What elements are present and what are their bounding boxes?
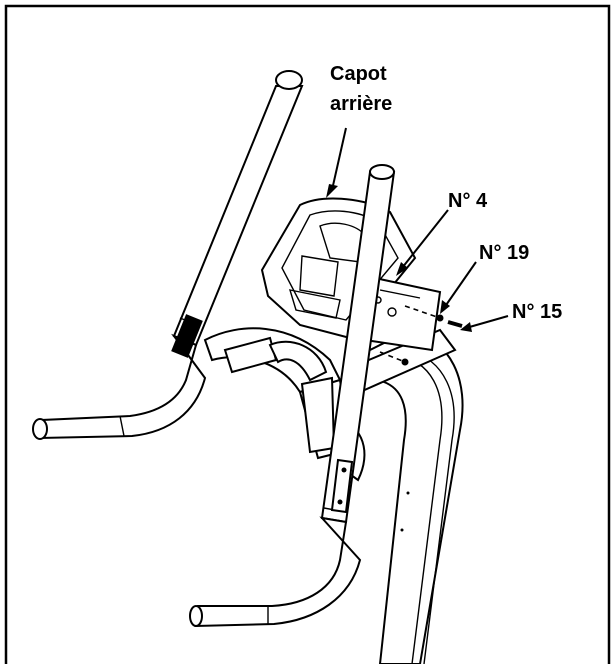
label-rear-cover-line1: Capot <box>330 63 387 85</box>
left-handlebar <box>32 70 304 440</box>
label-part-15: N° 15 <box>512 301 562 323</box>
arrow-rear-cover <box>331 127 347 191</box>
bolt-alignment <box>379 305 463 366</box>
arrow-part-15 <box>465 315 509 329</box>
bolt-15 <box>447 320 463 328</box>
label-part-4: N° 4 <box>448 190 488 212</box>
leader-arrows <box>326 127 509 332</box>
right-handlebar <box>189 164 396 628</box>
label-rear-cover-line2: arrière <box>330 93 392 115</box>
arrow-part-19 <box>443 261 477 309</box>
label-part-19: N° 19 <box>479 242 529 264</box>
arrow-part-4 <box>401 209 449 269</box>
figure-border <box>4 4 611 664</box>
washer-19-lower <box>401 358 409 366</box>
washer-19 <box>436 314 444 322</box>
